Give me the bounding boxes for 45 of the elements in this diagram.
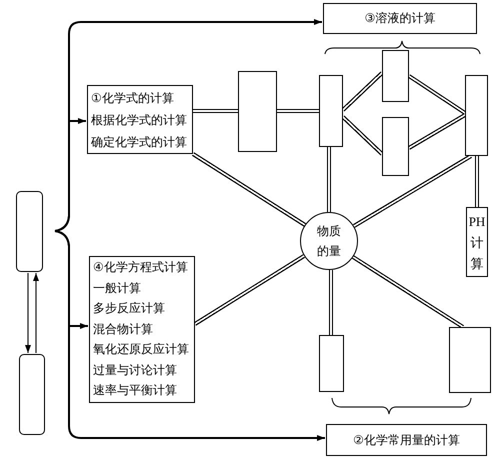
arrow: [54, 118, 86, 232]
node-label: 物质的量: [316, 223, 342, 260]
empty-box: [465, 75, 488, 156]
list-item: 氧化还原反应计算: [92, 341, 190, 358]
rounded-box: [16, 191, 43, 272]
list-box: [89, 256, 195, 403]
box-label: PH计算: [468, 213, 486, 273]
arrow: [33, 272, 39, 354]
double-line: [194, 254, 306, 326]
heading-text: ①化学式的计算: [90, 90, 175, 107]
double-line: [352, 154, 472, 228]
list-item: 根据化学式的计算: [90, 112, 188, 129]
empty-box: [319, 335, 344, 392]
box-label: ②化学常用量的计算: [353, 432, 460, 448]
double-line: [408, 113, 466, 150]
double-line: [193, 109, 238, 113]
rounded-box: [19, 354, 45, 435]
list-item: 确定化学式的计算: [90, 134, 188, 151]
topic-box: [326, 424, 487, 456]
double-line: [327, 147, 331, 212]
double-line: [342, 72, 384, 112]
box-label: ③溶液的计算: [364, 10, 436, 27]
double-line: [352, 255, 464, 329]
list-item: 混合物计算: [92, 320, 154, 338]
list-item: 过量与讨论计算: [92, 362, 178, 378]
double-line: [408, 74, 466, 115]
double-line: [329, 270, 333, 335]
list-box: [87, 85, 193, 154]
double-line: [192, 152, 306, 227]
arrow: [25, 272, 31, 354]
heading-text: ④化学方程式计算: [92, 259, 189, 276]
double-line: [342, 116, 384, 156]
empty-box: [319, 75, 343, 147]
list-item: 速率与平衡计算: [92, 382, 178, 399]
topic-box: [323, 3, 477, 34]
double-line: [277, 109, 319, 113]
empty-box: [449, 327, 491, 393]
topic-box: [466, 207, 488, 277]
double-line: [475, 156, 479, 207]
list-item: 一般计算: [92, 280, 142, 296]
empty-box: [382, 50, 409, 102]
empty-box: [382, 117, 409, 176]
list-item: 多步反应计算: [92, 300, 166, 317]
empty-box: [238, 71, 277, 152]
arrow: [54, 230, 325, 441]
